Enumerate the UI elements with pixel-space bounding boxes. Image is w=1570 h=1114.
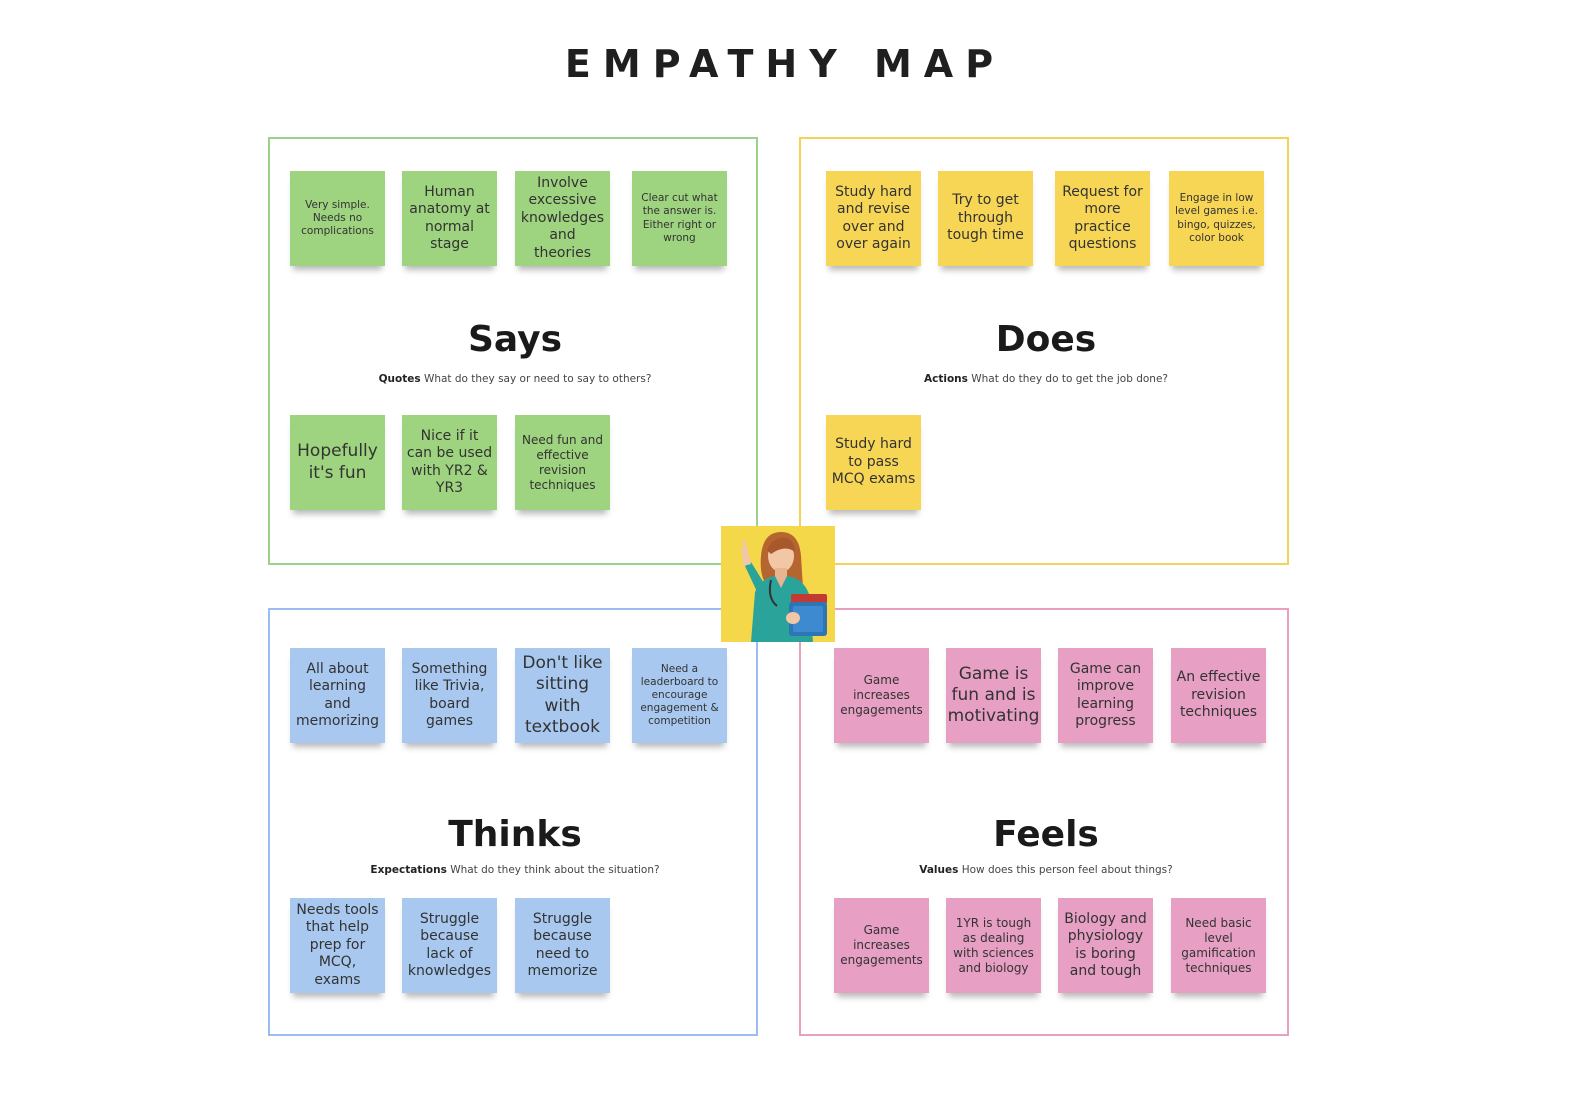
sticky-note[interactable]: An effective revision techniques [1171, 648, 1266, 743]
sticky-note[interactable]: Biology and physiology is boring and tou… [1058, 898, 1153, 993]
subtitle-label: Actions [924, 373, 968, 385]
sticky-note[interactable]: Hopefully it's fun [290, 415, 385, 510]
sticky-note[interactable]: Game increases engagements [834, 648, 929, 743]
sticky-note[interactable]: Human anatomy at normal stage [402, 171, 497, 266]
quadrant-subtitle: Values How does this person feel about t… [801, 864, 1291, 876]
sticky-note[interactable]: Game increases engagements [834, 898, 929, 993]
quadrant-heading: Feels [993, 814, 1099, 855]
sticky-note[interactable]: 1YR is tough as dealing with sciences an… [946, 898, 1041, 993]
sticky-note[interactable]: Something like Trivia, board games [402, 648, 497, 743]
sticky-note[interactable]: All about learning and memorizing [290, 648, 385, 743]
sticky-note[interactable]: Need basic level gamification techniques [1171, 898, 1266, 993]
does-quadrant: Study hard and revise over and over agai… [799, 137, 1289, 565]
sticky-note[interactable]: Request for more practice questions [1055, 171, 1150, 266]
subtitle-label: Quotes [378, 373, 421, 385]
sticky-note[interactable]: Try to get through tough time [938, 171, 1033, 266]
says-quadrant: Very simple. Needs no complications Huma… [268, 137, 758, 565]
page-title: EMPATHY MAP [564, 42, 1006, 86]
subtitle-text: What do they say or need to say to other… [423, 373, 652, 385]
subtitle-label: Values [919, 864, 959, 876]
subtitle-text: What do they think about the situation? [450, 864, 660, 876]
quadrant-heading: Thinks [448, 814, 582, 855]
sticky-note[interactable]: Needs tools that help prep for MCQ, exam… [290, 898, 385, 993]
sticky-note[interactable]: Engage in low level games i.e. bingo, qu… [1169, 171, 1264, 266]
sticky-note[interactable]: Involve excessive knowledges and theorie… [515, 171, 610, 266]
sticky-note[interactable]: Game can improve learning progress [1058, 648, 1153, 743]
sticky-note[interactable]: Study hard and revise over and over agai… [826, 171, 921, 266]
quadrant-heading: Does [995, 319, 1097, 360]
sticky-note[interactable]: Very simple. Needs no complications [290, 171, 385, 266]
sticky-note[interactable]: Don't like sitting with textbook [515, 648, 610, 743]
sticky-note[interactable]: Study hard to pass MCQ exams [826, 415, 921, 510]
quadrant-subtitle: Quotes What do they say or need to say t… [270, 373, 760, 385]
sticky-note[interactable]: Need a leaderboard to encourage engageme… [632, 648, 727, 743]
subtitle-label: Expectations [370, 864, 447, 876]
sticky-note[interactable]: Struggle because need to memorize [515, 898, 610, 993]
quadrant-heading: Says [467, 319, 562, 360]
sticky-note[interactable]: Need fun and effective revision techniqu… [515, 415, 610, 510]
sticky-note[interactable]: Clear cut what the answer is. Either rig… [632, 171, 727, 266]
persona-photo [721, 526, 835, 642]
subtitle-text: What do they do to get the job done? [971, 373, 1168, 385]
quadrant-subtitle: Actions What do they do to get the job d… [801, 373, 1291, 385]
sticky-note[interactable]: Struggle because lack of knowledges [402, 898, 497, 993]
sticky-note[interactable]: Game is fun and is motivating [946, 648, 1041, 743]
feels-quadrant: Game increases engagements Game is fun a… [799, 608, 1289, 1036]
quadrant-subtitle: Expectations What do they think about th… [270, 864, 760, 876]
thinks-quadrant: All about learning and memorizing Someth… [268, 608, 758, 1036]
sticky-note[interactable]: Nice if it can be used with YR2 & YR3 [402, 415, 497, 510]
persona-illustration [721, 526, 835, 642]
subtitle-text: How does this person feel about things? [961, 864, 1173, 876]
